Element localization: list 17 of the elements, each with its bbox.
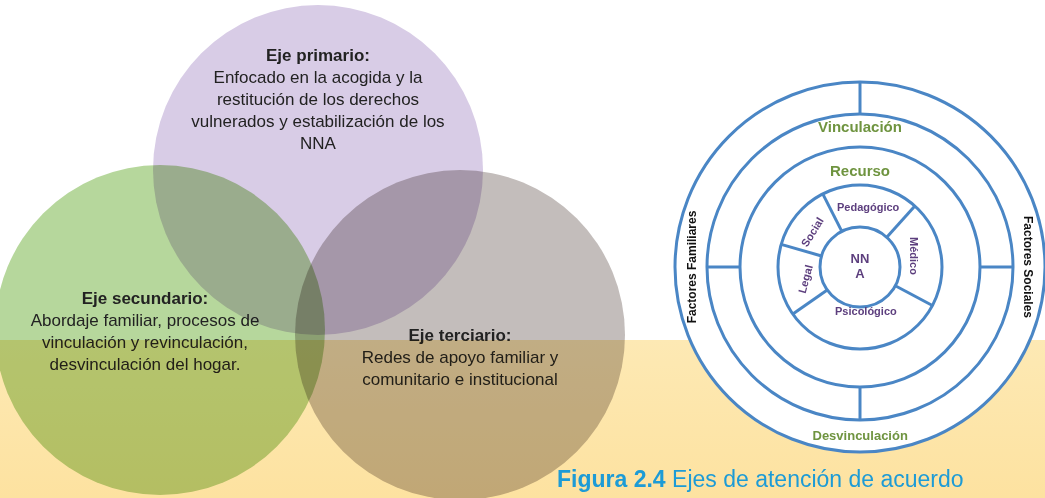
- ring-label: NN A: [848, 251, 872, 281]
- ring-label: Legal: [795, 263, 815, 295]
- ring-label: Vinculación: [818, 117, 902, 135]
- circle-heading: Eje terciario:: [407, 325, 513, 347]
- ring-label: Recurso: [830, 161, 891, 179]
- ring-label: Desvinculación: [812, 427, 908, 443]
- figure-caption: Figura 2.4 Ejes de atención de acuerdo: [557, 466, 964, 493]
- circle-heading: Eje secundario:: [80, 288, 210, 310]
- circle-heading: Eje primario:: [265, 45, 371, 67]
- ring-label: Pedagógico: [837, 201, 900, 213]
- ring-label: Factores Sociales: [1021, 215, 1036, 319]
- ring-label: Psicológico: [835, 305, 897, 317]
- circle-text: Enfocado en la acogida y la restitución de los derechos vulnerados y estabilización de los NNA: [190, 67, 446, 155]
- ring-label: Factores Familiares: [684, 210, 699, 324]
- ring-label: Médico: [907, 237, 920, 275]
- circle-text: Redes de apoyo familiar y comunitario e institucional: [360, 347, 560, 391]
- circle-text: Abordaje familiar, procesos de vinculación y revinculación, desvinculación del hogar.: [29, 310, 261, 376]
